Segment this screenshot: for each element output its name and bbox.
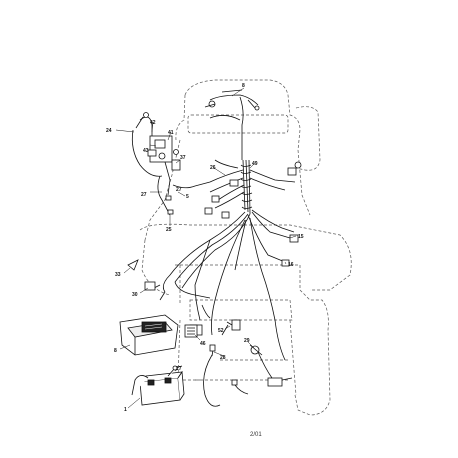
callout-41: 41 [168, 130, 174, 136]
callout-8-top: 8 [242, 83, 245, 89]
callout-43: 43 [143, 148, 149, 154]
callout-16: 16 [288, 262, 294, 268]
battery-box [119, 314, 179, 356]
callout-27-battery: 27 [176, 366, 182, 372]
battery [131, 365, 185, 406]
callout-49: 49 [252, 161, 258, 167]
callout-24: 24 [106, 128, 112, 134]
main-harness-bundle [149, 159, 296, 361]
callout-52: 52 [218, 328, 224, 334]
callout-29: 29 [244, 338, 250, 344]
dash-harness [204, 89, 260, 160]
callout-8-battery-box: 8 [114, 348, 117, 354]
callout-46: 46 [200, 341, 206, 347]
callout-25: 25 [166, 227, 172, 233]
callout-37: 37 [180, 155, 186, 161]
misc-wires [127, 259, 293, 407]
tractor-outline [139, 79, 352, 416]
callout-leaders [115, 87, 297, 409]
callout-28: 28 [220, 355, 226, 361]
callout-27-mid: 27 [176, 187, 182, 193]
relay-bracket [131, 112, 196, 216]
callout-33: 33 [115, 272, 121, 278]
callout-30: 30 [132, 292, 138, 298]
callout-27-left: 27 [141, 192, 147, 198]
callout-42: 42 [150, 120, 156, 126]
page-number: 2/01 [250, 432, 262, 438]
callout-5: 5 [186, 194, 189, 200]
callout-15: 15 [298, 234, 304, 240]
callout-labels: 8 24 42 43 41 37 27 27 5 25 26 49 15 16 … [106, 83, 304, 413]
callout-1: 1 [124, 407, 127, 413]
callout-26: 26 [210, 165, 216, 171]
